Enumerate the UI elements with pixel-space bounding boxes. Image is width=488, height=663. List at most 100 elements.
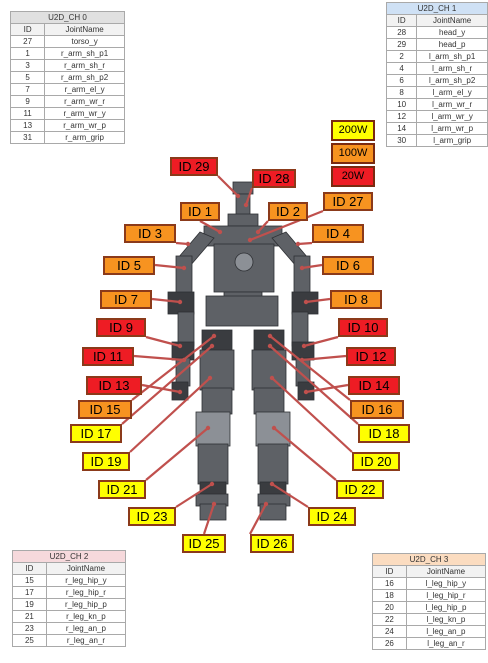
cell-id: 27: [11, 36, 45, 48]
id-label-16: ID 16: [350, 400, 404, 419]
cell-jointname: l_arm_grip: [417, 135, 488, 147]
cell-id: 9: [11, 96, 45, 108]
cell-id: 12: [387, 111, 417, 123]
id-label-26: ID 26: [250, 534, 294, 553]
cell-jointname: r_arm_el_y: [45, 84, 125, 96]
cell-jointname: r_leg_an_r: [46, 635, 125, 647]
cell-id: 24: [373, 626, 407, 638]
cell-jointname: r_leg_hip_r: [46, 587, 125, 599]
leader-arrowhead: [304, 390, 308, 394]
cell-id: 13: [11, 120, 45, 132]
cell-jointname: l_arm_wr_y: [417, 111, 488, 123]
id-label-23: ID 23: [128, 507, 176, 526]
id-label-25: ID 25: [182, 534, 226, 553]
cell-id: 2: [387, 51, 417, 63]
id-label-15: ID 15: [78, 400, 132, 419]
cell-jointname: r_arm_sh_p2: [45, 72, 125, 84]
id-label-19: ID 19: [82, 452, 130, 471]
cell-jointname: l_leg_hip_y: [406, 578, 485, 590]
id-label-13: ID 13: [86, 376, 142, 395]
leader-arrowhead: [270, 482, 274, 486]
leader-arrowhead: [256, 230, 260, 234]
id-label-1: ID 1: [180, 202, 220, 221]
id-label-9: ID 9: [96, 318, 146, 337]
channel-2-table: U2D_CH 2 ID JointName 15r_leg_hip_y17r_l…: [12, 550, 126, 647]
id-label-12: ID 12: [346, 347, 396, 366]
table-row: 27torso_y: [11, 36, 125, 48]
leader-arrowhead: [208, 376, 212, 380]
id-label-14: ID 14: [348, 376, 400, 395]
cell-id: 3: [11, 60, 45, 72]
leader-arrowhead: [182, 266, 186, 270]
table-title: U2D_CH 2: [13, 551, 126, 563]
cell-jointname: l_leg_hip_r: [406, 590, 485, 602]
cell-id: 16: [373, 578, 407, 590]
cell-jointname: r_leg_an_p: [46, 623, 125, 635]
leader-arrowhead: [212, 502, 216, 506]
table-row: 11r_arm_wr_y: [11, 108, 125, 120]
cell-id: 25: [13, 635, 47, 647]
leader-arrowhead: [210, 482, 214, 486]
column-header-id: ID: [11, 24, 45, 36]
id-label-28: ID 28: [252, 169, 296, 188]
cell-jointname: r_leg_hip_y: [46, 575, 125, 587]
column-header-id: ID: [13, 563, 47, 575]
table-title: U2D_CH 1: [387, 3, 488, 15]
column-header-jointname: JointName: [45, 24, 125, 36]
id-label-24: ID 24: [308, 507, 356, 526]
cell-id: 26: [373, 638, 407, 650]
cell-id: 6: [387, 75, 417, 87]
table-row: 25r_leg_an_r: [13, 635, 126, 647]
leader-arrowhead: [296, 242, 300, 246]
cell-jointname: l_arm_el_y: [417, 87, 488, 99]
cell-jointname: l_arm_wr_r: [417, 99, 488, 111]
cell-id: 5: [11, 72, 45, 84]
cell-id: 8: [387, 87, 417, 99]
table-row: 9r_arm_wr_r: [11, 96, 125, 108]
cell-jointname: l_arm_wr_p: [417, 123, 488, 135]
table-row: 21r_leg_kn_p: [13, 611, 126, 623]
leader-arrowhead: [270, 376, 274, 380]
cell-jointname: r_leg_kn_p: [46, 611, 125, 623]
id-label-22: ID 22: [336, 480, 384, 499]
id-label-18: ID 18: [358, 424, 410, 443]
id-label-6: ID 6: [322, 256, 374, 275]
id-label-5: ID 5: [103, 256, 155, 275]
table-row: 8l_arm_el_y: [387, 87, 488, 99]
leader-arrowhead: [178, 344, 182, 348]
leader-arrowhead: [186, 242, 190, 246]
id-label-3: ID 3: [124, 224, 176, 243]
table-title: U2D_CH 0: [11, 12, 125, 24]
cell-jointname: l_leg_kn_p: [406, 614, 485, 626]
id-label-17: ID 17: [70, 424, 122, 443]
leader-arrowhead: [212, 334, 216, 338]
cell-id: 14: [387, 123, 417, 135]
column-header-jointname: JointName: [417, 15, 488, 27]
id-label-4: ID 4: [312, 224, 364, 243]
leader-arrowhead: [210, 344, 214, 348]
legend-item-100w: 100W: [331, 143, 375, 164]
cell-id: 4: [387, 63, 417, 75]
table-row: 5r_arm_sh_p2: [11, 72, 125, 84]
id-label-20: ID 20: [352, 452, 400, 471]
column-header-id: ID: [373, 566, 407, 578]
id-label-27: ID 27: [323, 192, 373, 211]
cell-id: 30: [387, 135, 417, 147]
id-label-2: ID 2: [268, 202, 308, 221]
cell-id: 17: [13, 587, 47, 599]
id-label-11: ID 11: [82, 347, 134, 366]
cell-jointname: r_arm_sh_p1: [45, 48, 125, 60]
cell-id: 7: [11, 84, 45, 96]
cell-jointname: l_leg_hip_p: [406, 602, 485, 614]
table-row: 28head_y: [387, 27, 488, 39]
leader-arrowhead: [178, 390, 182, 394]
cell-jointname: head_y: [417, 27, 488, 39]
table-row: 26l_leg_an_r: [373, 638, 486, 650]
